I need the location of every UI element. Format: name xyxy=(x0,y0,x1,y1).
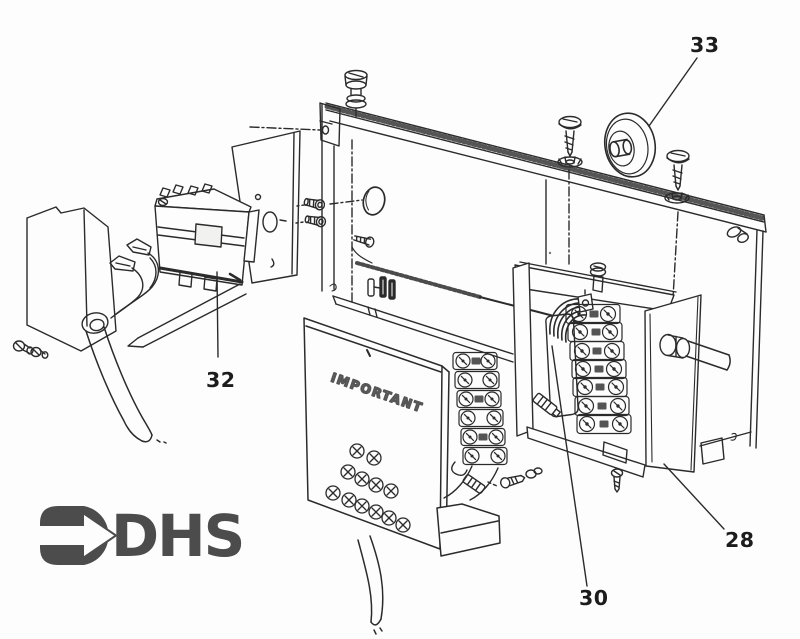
plate-hole xyxy=(262,211,278,233)
retaining-clip-icon xyxy=(726,226,749,244)
part-label-28: 28 xyxy=(725,528,755,552)
spade-lug-icon xyxy=(126,238,152,256)
leader-line-30 xyxy=(551,345,588,587)
left-assembly xyxy=(12,130,327,444)
center-line-horizontal xyxy=(249,126,321,131)
switch-foot xyxy=(203,276,218,292)
part-label-30: 30 xyxy=(579,586,609,610)
box-right-wall xyxy=(644,294,702,473)
top-fasteners xyxy=(344,69,690,204)
grommet-hole-icon xyxy=(81,312,109,334)
grommet-wheel-icon xyxy=(603,112,657,178)
speck xyxy=(548,251,552,255)
small-screw-icon xyxy=(500,474,526,489)
star-washer-icon xyxy=(664,192,690,204)
logo-text: DHS xyxy=(111,502,243,570)
leader-line-28 xyxy=(663,463,725,530)
small-screw-horizontal-icon xyxy=(353,235,375,248)
pan-screw-icon xyxy=(558,115,582,157)
bolt-icon xyxy=(589,262,607,293)
cable-bushing-icon xyxy=(659,333,691,359)
bracket-hole xyxy=(321,125,330,135)
strip-wires xyxy=(443,461,499,501)
panel-tab xyxy=(700,437,725,465)
cover-cable xyxy=(85,326,167,444)
screw-head-icon xyxy=(157,197,169,207)
panel-top-mark xyxy=(366,349,371,357)
terminal-strip-small xyxy=(452,351,508,466)
arrow-right-icon xyxy=(40,506,118,565)
center-line-right-screw xyxy=(672,211,679,299)
plate-bolt-icon xyxy=(303,197,326,211)
corner-mark xyxy=(329,283,337,292)
small-fasteners-row xyxy=(462,467,543,494)
spade-lug-icon xyxy=(109,255,136,272)
lead-curve xyxy=(351,246,373,264)
part-callouts: 33 32 28 30 xyxy=(206,33,755,610)
support-arm xyxy=(127,283,247,348)
washer-icon xyxy=(345,99,367,109)
panel-mark xyxy=(730,432,737,441)
leader-line-32 xyxy=(216,271,219,358)
panel-foot xyxy=(436,503,501,557)
box-bottom-frame xyxy=(526,426,646,478)
bolt-pair-icons xyxy=(12,340,49,359)
box-left-frame xyxy=(512,262,534,437)
star-washer-icon xyxy=(557,156,583,168)
plate-bolt-icon xyxy=(304,215,327,228)
pan-screw-icon xyxy=(666,149,690,191)
terminal-strip-main xyxy=(565,303,632,435)
small-screw-icon xyxy=(610,468,624,493)
top-mounting-rail xyxy=(324,102,767,233)
serration-texture xyxy=(324,104,767,221)
shoulder-screw-icon xyxy=(344,69,368,118)
panel-cable xyxy=(357,535,384,635)
leader-line-33 xyxy=(648,57,698,127)
switch-actuator xyxy=(194,223,223,248)
lead-wires xyxy=(110,252,159,319)
panel-right-section xyxy=(699,226,764,465)
striker-clip-icon xyxy=(367,276,396,300)
bracket-back-panel xyxy=(249,102,767,465)
washer-icon xyxy=(346,94,366,103)
terminal-block-assembly xyxy=(462,261,731,494)
important-cover-panel: IMPORTANT xyxy=(303,317,501,635)
part-label-32: 32 xyxy=(206,368,236,392)
part-label-33: 33 xyxy=(690,33,720,57)
oval-knob-icon xyxy=(329,186,386,216)
box-top-back-edge xyxy=(519,261,677,293)
switch-foot xyxy=(178,271,193,288)
connector-icon xyxy=(532,392,561,418)
terminal-cover-box xyxy=(26,206,117,352)
washer-icon xyxy=(533,467,543,475)
box-bottom-tab xyxy=(602,441,628,464)
dhs-logo: DHS xyxy=(40,502,245,570)
switch-body xyxy=(154,183,260,292)
output-cable xyxy=(685,340,731,371)
